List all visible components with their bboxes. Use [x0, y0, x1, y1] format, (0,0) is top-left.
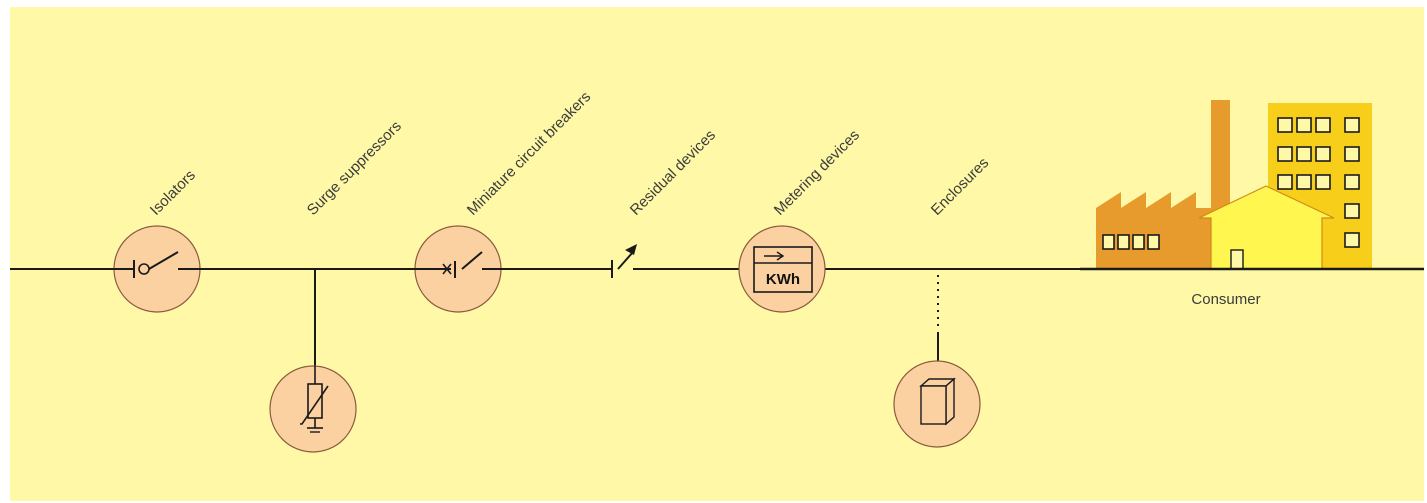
diagram-canvas: Isolators Surge suppressors Miniature ci…	[10, 88, 1424, 453]
house-icon	[1198, 185, 1335, 270]
isolators-label: Isolators	[147, 167, 199, 219]
miniature-circuit-breakers-label: Miniature circuit breakers	[464, 88, 595, 219]
enclosures-label: Enclosures	[928, 154, 992, 218]
factory-icon	[1096, 100, 1230, 269]
circuit-breaker-icon	[410, 225, 508, 313]
varistor-icon	[269, 269, 357, 453]
isolator-switch-icon	[10, 225, 205, 313]
kwh-meter-icon: KWh	[738, 225, 826, 313]
surge-suppressors-label: Surge suppressors	[304, 118, 405, 219]
enclosure-box-icon	[893, 275, 981, 448]
power-distribution-diagram: Isolators Surge suppressors Miniature ci…	[10, 7, 1424, 501]
metering-devices-label: Metering devices	[771, 127, 863, 219]
residual-devices-label: Residual devices	[627, 127, 719, 219]
consumer-label: Consumer	[1191, 291, 1260, 308]
kwh-unit-label: KWh	[766, 271, 800, 288]
residual-device-icon	[560, 244, 660, 280]
